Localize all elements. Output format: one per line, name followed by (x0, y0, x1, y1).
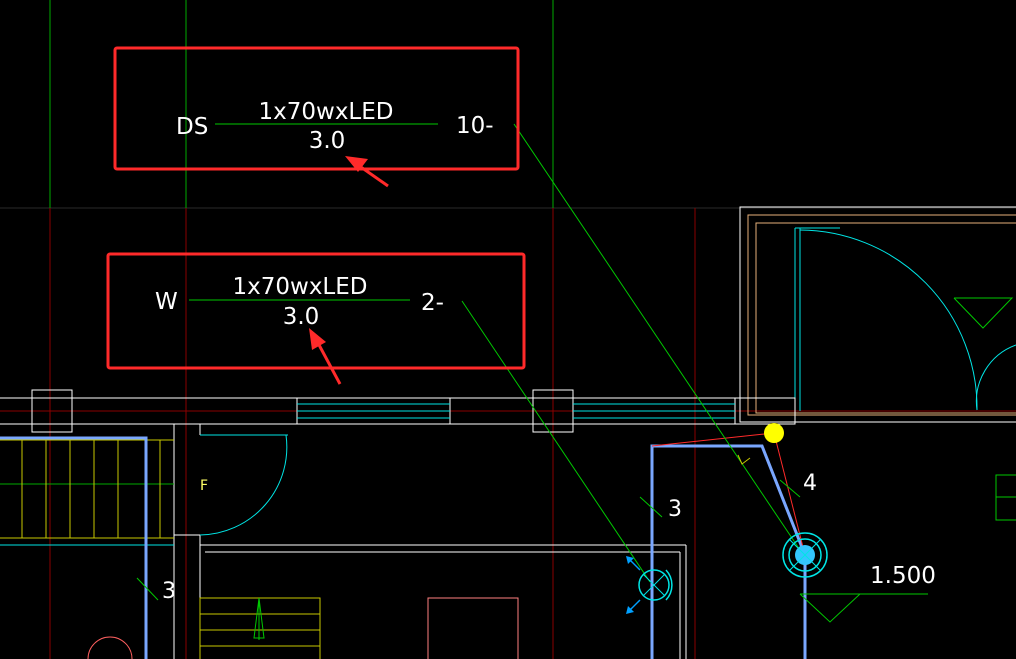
ds-count-text: 10- (456, 113, 494, 139)
ds-height-text: 3.0 (309, 128, 346, 154)
stair-block (0, 439, 174, 546)
elevation-text: 1.500 (870, 563, 936, 589)
w-prefix-text: W (155, 289, 178, 315)
ds-prefix-text: DS (176, 114, 208, 140)
door-swing-left: F (199, 434, 288, 536)
circuit-tag-4: 4 (803, 471, 817, 496)
grip-point[interactable] (764, 423, 784, 443)
highlight-box-ds (113, 46, 520, 171)
wiring (0, 432, 807, 659)
arrow-icon-w (309, 328, 342, 385)
exterior-wall (0, 389, 796, 659)
circuit-tag-3-right: 3 (668, 497, 682, 522)
highlight-box-w (106, 252, 526, 370)
lamp-label-w[interactable]: W 1x70wxLED 3.0 2- (155, 274, 444, 330)
arrow-icon-ds (345, 156, 389, 188)
lower-rooms (87, 544, 687, 659)
light-fixture-right[interactable] (782, 532, 828, 578)
window-glazing (297, 403, 735, 419)
light-fixture-left[interactable] (626, 556, 673, 614)
circuit-tag-3-left: 3 (162, 579, 176, 604)
w-height-text: 3.0 (283, 304, 320, 330)
right-side-items (995, 474, 1016, 521)
lamp-label-ds[interactable]: DS 1x70wxLED 3.0 10- (176, 99, 494, 154)
small-mark-text: F (200, 478, 208, 494)
door-block-upper-right (739, 206, 1016, 423)
w-lamp-text: 1x70wxLED (233, 274, 368, 300)
leader-lines (136, 123, 928, 623)
w-count-text: 2- (421, 290, 444, 316)
ds-lamp-text: 1x70wxLED (259, 99, 394, 125)
